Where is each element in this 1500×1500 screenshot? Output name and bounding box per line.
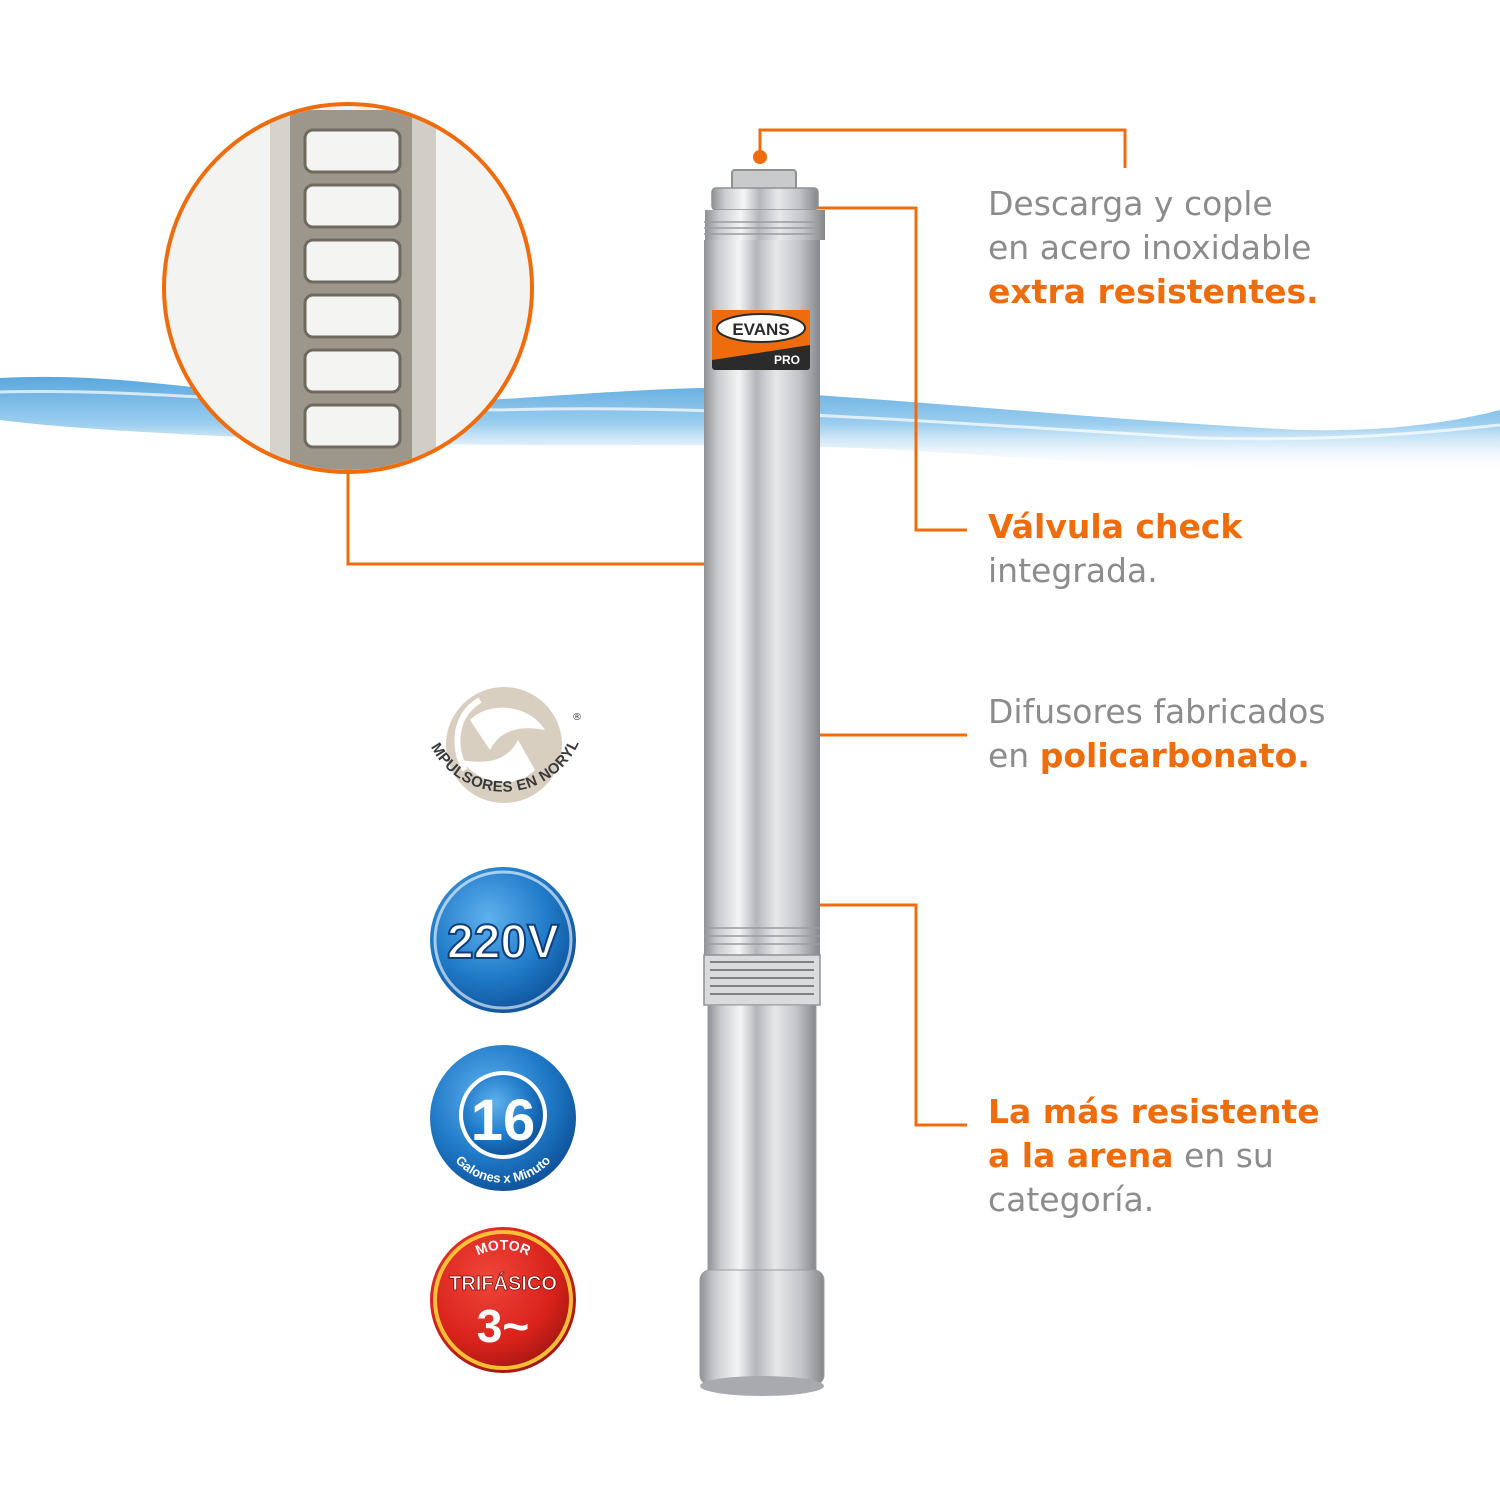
flow-badge xyxy=(430,1045,576,1191)
feature-discharge-highlight: extra resistentes. xyxy=(988,272,1319,311)
feature-sand-highlight: a la arena xyxy=(988,1136,1174,1175)
impeller-zoom-circle xyxy=(162,102,534,474)
noryl-badge xyxy=(446,687,562,803)
feature-check-valve-highlight: Válvula check xyxy=(988,507,1243,546)
impeller-stack xyxy=(303,128,402,449)
motor-badge-top: MOTOR xyxy=(473,1237,533,1259)
evans-logo xyxy=(712,310,810,370)
motor-badge xyxy=(430,1227,576,1373)
registered-mark: ® xyxy=(572,712,582,723)
feature-check-valve-line2: integrada. xyxy=(988,551,1158,590)
feature-diffusers-prefix: en xyxy=(988,736,1040,775)
feature-check-valve: Válvula check integrada. xyxy=(988,505,1242,593)
feature-sand-suffix: en su xyxy=(1173,1136,1274,1175)
feature-discharge-line2: en acero inoxidable xyxy=(988,228,1312,267)
motor-badge-bottom: 3~ xyxy=(477,1300,529,1352)
voltage-badge-text: 220V xyxy=(447,916,559,969)
feature-discharge-line1: Descarga y cople xyxy=(988,184,1273,223)
feature-diffusers-line1: Difusores fabricados xyxy=(988,692,1326,731)
callout-lines xyxy=(346,128,1127,1127)
feature-discharge: Descarga y cople en acero inoxidable ext… xyxy=(988,182,1319,314)
feature-sand-line3: categoría. xyxy=(988,1180,1155,1219)
voltage-badge xyxy=(430,867,576,1013)
evans-logo-sub: PRO xyxy=(774,353,800,367)
feature-sand-resistance: La más resistente a la arena en su categ… xyxy=(988,1090,1320,1222)
motor-badge-middle: TRIFÁSICO xyxy=(449,1272,557,1295)
feature-sand-line1: La más resistente xyxy=(988,1092,1320,1131)
evans-logo-text: EVANS xyxy=(732,320,789,339)
feature-diffusers: Difusores fabricados en policarbonato. xyxy=(988,690,1326,778)
feature-diffusers-highlight: policarbonato. xyxy=(1039,736,1310,775)
flow-badge-number: 16 xyxy=(471,1088,536,1153)
